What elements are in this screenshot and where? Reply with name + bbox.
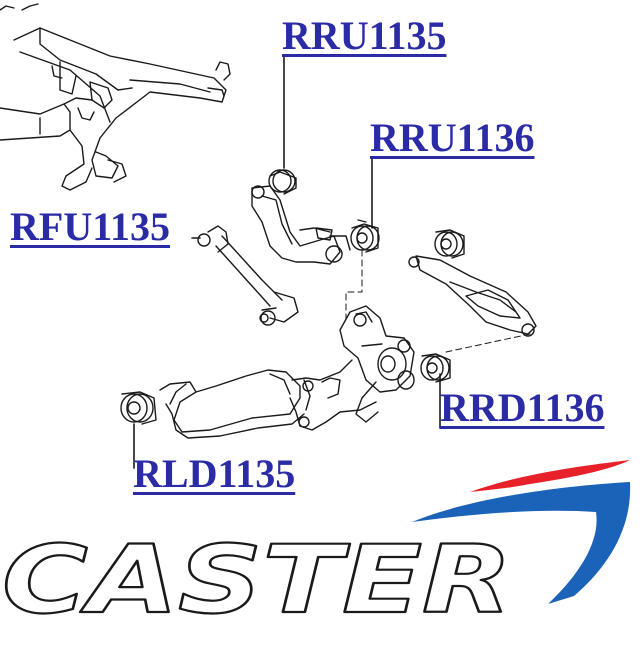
knuckle-drawing [339,305,451,423]
subframe-drawing [0,3,231,191]
label-rru1136[interactable]: RRU1136 [370,115,535,160]
label-rfu1135[interactable]: RFU1135 [10,204,170,249]
rrd1136-arm-drawing [408,229,537,337]
rld1135-arm-drawing [120,359,377,439]
rru1136-bushing-drawing [350,219,380,253]
rfu1135-link-drawing [197,225,299,326]
rru1135-arm-drawing [251,169,351,265]
label-rld1135[interactable]: RLD1135 [133,451,296,496]
brand-swoosh-graphic [412,460,631,604]
label-rru1135[interactable]: RRU1135 [282,13,447,58]
brand-wordmark: CASTER [2,526,512,635]
label-rrd1136[interactable]: RRD1136 [440,385,605,430]
